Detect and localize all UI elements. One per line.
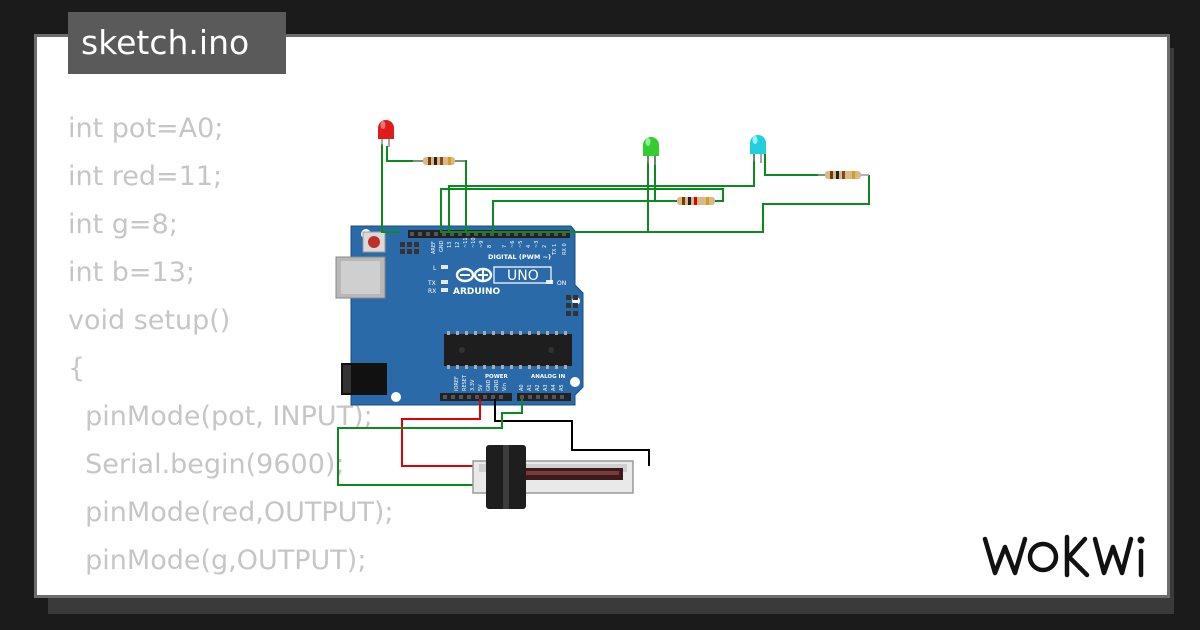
resistor-red-led[interactable]	[413, 157, 465, 165]
l-led-label: L	[433, 265, 437, 272]
analog-pin-label: A5	[559, 384, 565, 391]
wire-cyan-resistor-to-gnd[interactable]	[440, 175, 870, 233]
code-line: pinMode(red,OUTPUT);	[68, 497, 394, 528]
pin-label: 2	[542, 245, 548, 248]
power-pin-label: 3.3V	[470, 379, 476, 391]
wire-pot-signal[interactable]	[337, 399, 523, 486]
icsp2-header	[566, 295, 578, 316]
power-pin-label: GND	[486, 379, 492, 391]
power-header-label: POWER	[485, 374, 509, 380]
code-line: Serial.begin(9600);	[68, 449, 345, 480]
code-line: pinMode(g,OUTPUT);	[68, 545, 367, 576]
analog-pin-label: A4	[551, 384, 557, 391]
code-editor: int pot=A0; int red=11; int g=8; int b=1…	[68, 105, 394, 595]
code-line: pinMode(pot, INPUT);	[68, 401, 373, 432]
resistor-cyan-led[interactable]	[818, 171, 869, 179]
wire-green-resistor-to-pin8[interactable]	[492, 200, 658, 232]
analog-header-label: ANALOG IN	[531, 374, 566, 380]
tx-led-label: TX	[427, 280, 436, 287]
wire-green-led-anode[interactable]	[440, 153, 724, 232]
pin-label: ~9	[479, 241, 485, 248]
arduino-uno-board[interactable]: AREF GND 13 12 ~11 ~10 ~9 8 7 ~6 ~5 4 ~3…	[335, 225, 584, 406]
pin-label: ~11	[463, 237, 469, 248]
gnd-label: GND	[439, 240, 445, 252]
slide-potentiometer[interactable]	[472, 445, 634, 509]
power-pin-label: RESET	[462, 374, 468, 391]
arduino-infinity-logo	[455, 267, 493, 283]
analog-pin-label: A0	[519, 384, 525, 391]
power-pin-label: Vin	[502, 383, 508, 391]
icsp-header	[400, 242, 419, 254]
pin-label: 12	[455, 242, 461, 248]
wire-pot-ground[interactable]	[494, 399, 650, 466]
power-pin-label: GND	[494, 379, 500, 391]
digital-header-label: DIGITAL (PWM ~)	[488, 253, 551, 261]
pin-label: ~5	[518, 241, 524, 248]
analog-pin-label: A1	[527, 384, 533, 391]
code-line: pinMode(b,OUTPUT);	[68, 585, 394, 595]
code-line: int red=11;	[68, 161, 223, 192]
analog-pin-label: A2	[535, 384, 541, 391]
led-cyan[interactable]	[750, 135, 766, 163]
pin-label: RX 0	[562, 243, 568, 255]
code-line: {	[68, 353, 86, 384]
pin-label: ~3	[534, 241, 540, 248]
pin-label: 8	[487, 245, 493, 248]
digital-header	[408, 230, 570, 238]
wire-green-led-cathode[interactable]	[490, 153, 649, 233]
pin-label: ~6	[510, 241, 516, 248]
board-brand-label: ARDUINO	[453, 287, 501, 297]
file-tab[interactable]: sketch.ino	[68, 12, 286, 74]
file-tab-label: sketch.ino	[81, 23, 250, 62]
rx-led-label: RX	[428, 288, 436, 295]
code-line: int pot=A0;	[68, 113, 224, 144]
led-red[interactable]	[378, 120, 394, 147]
power-pin-label: IOREF	[454, 376, 460, 391]
pin-label: 4	[526, 245, 532, 248]
reset-button[interactable]	[362, 231, 386, 253]
wire-pot-vcc[interactable]	[401, 399, 481, 467]
pin-label: 13	[447, 242, 453, 248]
wire-cyan-led-anode[interactable]	[448, 151, 755, 232]
atmega-chip	[444, 331, 572, 369]
preview-card: int pot=A0; int red=11; int g=8; int b=1…	[34, 34, 1170, 598]
pin-label: ~10	[471, 237, 477, 248]
code-line: int b=13;	[68, 257, 195, 288]
code-line: void setup()	[68, 305, 231, 336]
board-model-label: UNO	[507, 268, 539, 284]
resistor-green-led[interactable]	[677, 197, 715, 205]
on-led-label: ON	[557, 280, 566, 287]
circuit-diagram: AREF GND 13 12 ~11 ~10 ~9 8 7 ~6 ~5 4 ~3…	[335, 120, 870, 509]
aref-label: AREF	[431, 241, 437, 254]
power-pin-label: 5V	[478, 384, 484, 391]
wire-red-led-cathode[interactable]	[381, 144, 400, 233]
code-line: int g=8;	[68, 209, 178, 240]
wokwi-logo	[982, 534, 1145, 578]
wire-cyan-led-resistor[interactable]	[764, 153, 825, 176]
pin-label: TX 1	[552, 244, 558, 256]
pin-label: 7	[502, 245, 508, 248]
led-green[interactable]	[643, 137, 659, 165]
analog-pin-label: A3	[543, 384, 549, 391]
